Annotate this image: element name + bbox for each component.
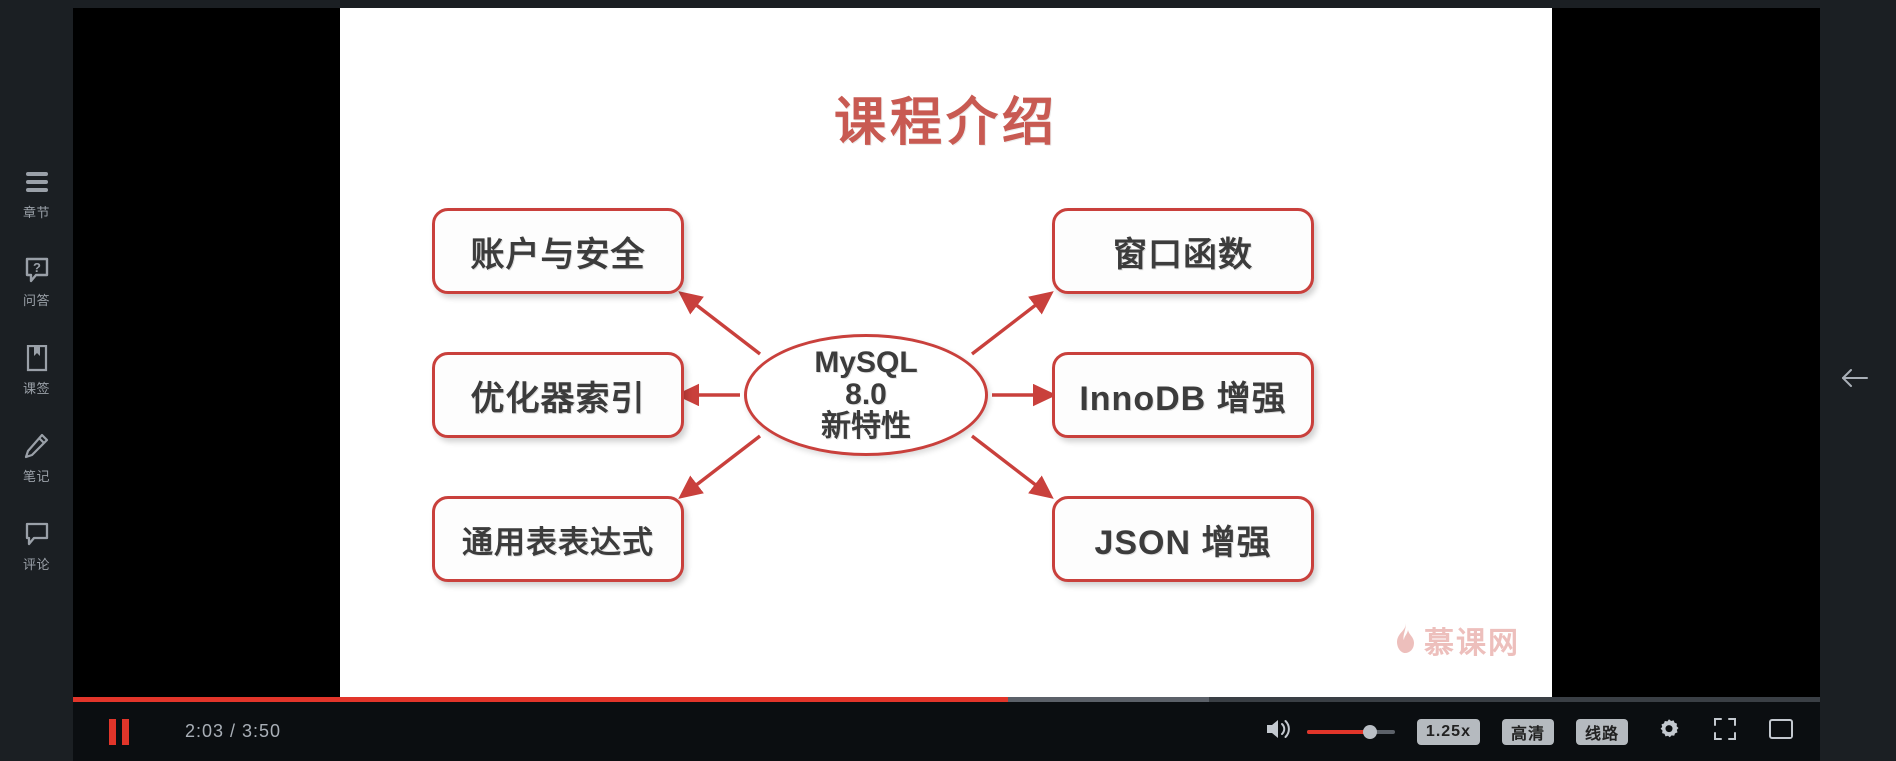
svg-text:?: ? [33,260,41,275]
volume-on-icon [1265,718,1291,745]
watermark-text: 慕课网 [1424,627,1520,660]
slide-canvas: 课程介绍 [340,8,1552,700]
arrow-left-icon [1839,365,1869,396]
node-optimizer-index: 优化器索引 [432,352,684,438]
sidebar-item-label: 课签 [22,381,50,396]
left-tool-rail: 章节 ? 问答 课签 [0,0,73,761]
center-node-line2: 8.0 [845,378,887,411]
comments-icon [22,518,52,550]
node-window-function: 窗口函数 [1052,208,1314,294]
progress-played [73,697,1008,702]
node-account-security: 账户与安全 [432,208,684,294]
volume-fill [1306,730,1371,734]
sidebar-item-label: 评论 [22,557,50,572]
gear-icon [1658,718,1680,745]
picture-in-picture-icon [1769,719,1793,744]
settings-button[interactable] [1652,702,1686,761]
center-node: MySQL 8.0 新特性 [744,334,988,456]
chapters-icon [22,166,52,198]
qa-icon: ? [22,254,52,286]
fullscreen-button[interactable] [1708,702,1742,761]
sidebar-item-bookmark[interactable]: 课签 [0,342,73,430]
center-node-line3: 新特性 [821,410,911,443]
node-cte: 通用表表达式 [432,496,684,582]
right-controls: 1.25x 高清 线路 [1259,702,1820,761]
volume-knob[interactable] [1363,725,1378,739]
line-button[interactable]: 线路 [1575,718,1628,745]
quality-button[interactable]: 高清 [1501,718,1554,745]
picture-in-picture-button[interactable] [1764,702,1798,761]
bookmark-icon [22,342,52,374]
node-innodb: InnoDB 增强 [1052,352,1314,438]
center-node-line1: MySQL [814,346,918,379]
player-control-bar: 2:03 / 3:50 1.25x 高清 线路 [73,702,1820,761]
progress-bar[interactable] [73,697,1820,702]
watermark: 慕课网 [1391,618,1520,662]
flame-icon [1391,622,1417,659]
volume-slider[interactable] [1306,702,1395,761]
node-label: InnoDB 增强 [1079,379,1287,418]
sidebar-item-label: 章节 [22,205,50,220]
node-label: 账户与安全 [470,235,646,274]
sidebar-item-comments[interactable]: 评论 [0,518,73,606]
fullscreen-icon [1714,718,1736,745]
node-label: JSON 增强 [1094,523,1272,562]
node-json: JSON 增强 [1052,496,1314,582]
mindmap-diagram: MySQL 8.0 新特性 账户与安全 优化器索引 通用表表达式 窗口函数 [340,8,1552,700]
node-label: 通用表表达式 [462,524,654,560]
playback-speed-button[interactable]: 1.25x [1416,718,1480,745]
notes-icon [22,430,52,462]
pause-button[interactable] [91,702,147,761]
pause-icon [109,718,129,745]
collapse-panel-button[interactable] [1834,360,1874,400]
sidebar-item-notes[interactable]: 笔记 [0,430,73,518]
video-stage[interactable]: 课程介绍 [73,8,1820,700]
page-title: 课程介绍 [833,94,1058,152]
connector-arrows [675,291,1057,499]
time-display: 2:03 / 3:50 [185,721,282,741]
node-label: 优化器索引 [470,379,646,418]
node-label: 窗口函数 [1113,235,1253,274]
sidebar-item-label: 笔记 [22,469,50,484]
sidebar-item-qa[interactable]: ? 问答 [0,254,73,342]
sidebar-item-chapters[interactable]: 章节 [0,166,73,254]
sidebar-item-label: 问答 [22,293,50,308]
volume-button[interactable] [1259,702,1297,761]
